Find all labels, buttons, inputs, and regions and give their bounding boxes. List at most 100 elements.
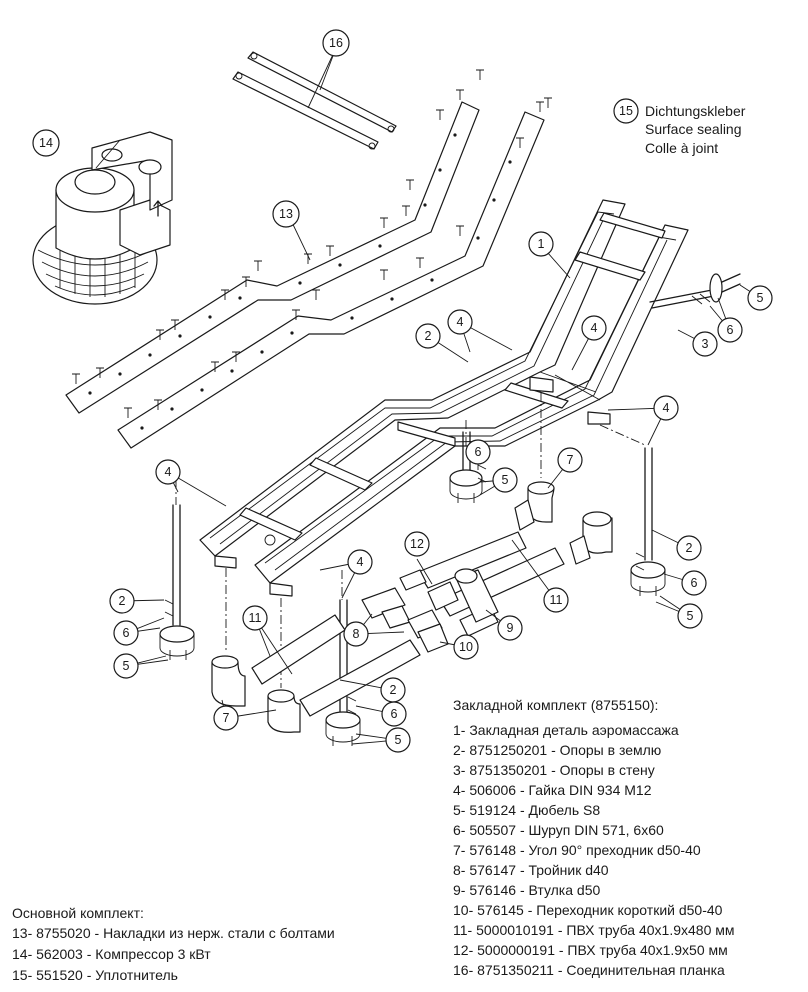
install-kit-item: 1- Закладная деталь аэромассажа xyxy=(453,722,679,738)
svg-text:5: 5 xyxy=(395,733,402,747)
callout-6-right: 6 xyxy=(681,570,707,596)
callout-7-right: 7 xyxy=(557,447,583,473)
callout-5-right-top: 5 xyxy=(747,285,773,311)
install-kit-item: 8- 576147 - Тройник d40 xyxy=(453,862,609,878)
aeromassage-frame xyxy=(199,199,689,597)
install-kit-item: 16- 8751350211 - Соединительная планка xyxy=(453,962,725,978)
elbows-90 xyxy=(211,481,613,733)
svg-text:2: 2 xyxy=(390,683,397,697)
svg-text:13: 13 xyxy=(279,207,293,221)
svg-text:1: 1 xyxy=(538,237,545,251)
callout-15: 15 xyxy=(613,98,639,124)
callout-7-left: 7 xyxy=(213,705,239,731)
callout-11-right: 11 xyxy=(543,587,569,613)
svg-text:7: 7 xyxy=(223,711,230,725)
install-kit-item: 2- 8751250201 - Опоры в землю xyxy=(453,742,661,758)
callout-8: 8 xyxy=(343,621,369,647)
svg-text:6: 6 xyxy=(691,576,698,590)
svg-text:2: 2 xyxy=(425,329,432,343)
install-kit-item: 12- 5000000191 - ПВХ труба 40x1.9x50 мм xyxy=(453,942,728,958)
callout-5-lower: 5 xyxy=(385,727,411,753)
callout-1: 1 xyxy=(528,231,554,257)
svg-text:3: 3 xyxy=(702,337,709,351)
install-kit-item: 9- 576146 - Втулка d50 xyxy=(453,882,600,898)
callout-6-left: 6 xyxy=(113,620,139,646)
svg-text:10: 10 xyxy=(459,640,473,654)
svg-text:2: 2 xyxy=(119,594,126,608)
callout-11-left: 11 xyxy=(242,605,268,631)
svg-text:15: 15 xyxy=(619,104,633,118)
callout-5-right: 5 xyxy=(677,603,703,629)
callout-2-right: 2 xyxy=(676,535,702,561)
callout-10: 10 xyxy=(453,634,479,660)
sealant-note-en: Surface sealing xyxy=(645,121,742,137)
callout-5-center: 5 xyxy=(492,467,518,493)
svg-text:6: 6 xyxy=(475,445,482,459)
sealant-note: Dichtungskleber Surface sealing Colle à … xyxy=(645,103,746,156)
callout-6-right-top: 6 xyxy=(717,317,743,343)
install-kit-item: 10- 576145 - Переходник короткий d50-40 xyxy=(453,902,723,918)
svg-text:14: 14 xyxy=(39,136,53,150)
tees-sleeve-adapter xyxy=(361,568,499,653)
pvc-pipes xyxy=(251,531,565,717)
wall-support xyxy=(649,273,741,309)
main-kit-item: 14- 562003 - Компрессор 3 кВт xyxy=(12,946,211,962)
svg-text:16: 16 xyxy=(329,36,343,50)
main-kit-item: 15- 551520 - Уплотнитель xyxy=(12,967,178,983)
install-kit-item: 11- 5000010191 - ПВХ труба 40x1.9x480 мм xyxy=(453,922,735,938)
svg-text:6: 6 xyxy=(123,626,130,640)
callout-16: 16 xyxy=(322,29,350,57)
sealant-note-fr: Colle à joint xyxy=(645,140,718,156)
svg-text:9: 9 xyxy=(507,621,514,635)
install-kit-item: 4- 506006 - Гайка DIN 934 M12 xyxy=(453,782,652,798)
compressor xyxy=(32,131,173,305)
callout-4-upper: 4 xyxy=(581,315,607,341)
main-kit-title: Основной комплект: xyxy=(12,905,144,921)
floor-supports xyxy=(159,431,666,746)
svg-text:5: 5 xyxy=(123,659,130,673)
callout-2-center: 2 xyxy=(415,323,441,349)
svg-text:5: 5 xyxy=(757,291,764,305)
callout-6-lower: 6 xyxy=(381,701,407,727)
svg-text:4: 4 xyxy=(663,401,670,415)
svg-text:4: 4 xyxy=(357,555,364,569)
callout-14: 14 xyxy=(32,129,60,157)
svg-text:12: 12 xyxy=(410,537,424,551)
svg-text:4: 4 xyxy=(457,315,464,329)
svg-text:4: 4 xyxy=(591,321,598,335)
callout-4-right: 4 xyxy=(653,395,679,421)
install-kit-item: 3- 8751350201 - Опоры в стену xyxy=(453,762,655,778)
install-kit-item: 6- 505507 - Шуруп DIN 571, 6x60 xyxy=(453,822,664,838)
svg-text:5: 5 xyxy=(687,609,694,623)
callout-6-center: 6 xyxy=(465,439,491,465)
svg-text:6: 6 xyxy=(727,323,734,337)
callout-2-lower: 2 xyxy=(380,677,406,703)
svg-text:2: 2 xyxy=(686,541,693,555)
install-kit-list: Закладной комплект (8755150): 1- Закладн… xyxy=(453,697,735,978)
callout-4-lower: 4 xyxy=(347,549,373,575)
callout-3: 3 xyxy=(692,331,718,357)
install-kit-item: 7- 576148 - Угол 90° преходник d50-40 xyxy=(453,842,701,858)
callouts: 16 14 13 15 1 5 6 3 2 4 4 4 6 5 7 4 2 12… xyxy=(32,29,773,753)
svg-text:7: 7 xyxy=(567,453,574,467)
sealant-note-de: Dichtungskleber xyxy=(645,103,746,119)
svg-text:6: 6 xyxy=(391,707,398,721)
svg-text:4: 4 xyxy=(165,465,172,479)
main-kit-item: 13- 8755020 - Накладки из нерж. стали с … xyxy=(12,925,335,941)
svg-text:11: 11 xyxy=(249,611,262,625)
callout-4-left: 4 xyxy=(155,459,181,485)
install-kit-title: Закладной комплект (8755150): xyxy=(453,697,658,713)
svg-text:11: 11 xyxy=(550,593,563,607)
svg-text:8: 8 xyxy=(353,627,360,641)
callout-4-center: 4 xyxy=(447,309,473,335)
main-kit-list: Основной комплект: 13- 8755020 - Накладк… xyxy=(12,905,335,983)
svg-text:5: 5 xyxy=(502,473,509,487)
callout-2-left: 2 xyxy=(109,588,135,614)
install-kit-item: 5- 519124 - Дюбель S8 xyxy=(453,802,600,818)
connecting-strips xyxy=(232,51,397,150)
callout-12: 12 xyxy=(404,531,430,557)
stainless-cover-strips xyxy=(65,69,552,449)
callout-13: 13 xyxy=(272,200,300,228)
callout-9: 9 xyxy=(497,615,523,641)
